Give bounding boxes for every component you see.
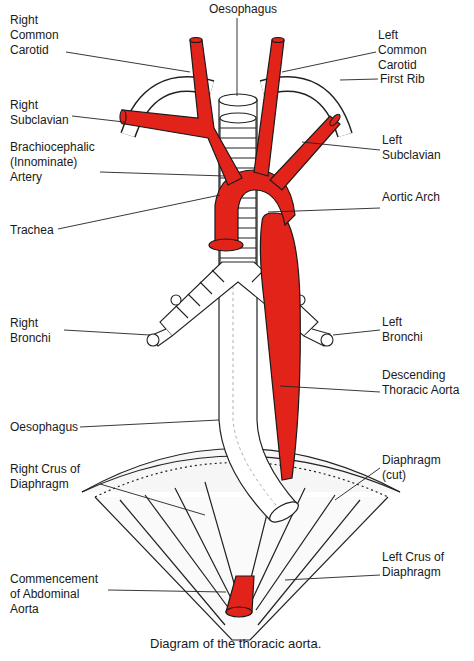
rib-label: First Rib [380,72,450,87]
diaphragm-label: Right Crus of Diaphragm [10,462,100,492]
oesophagus-label: Oesophagus [10,420,100,435]
artery-label: Brachiocephalic (Innominate) Artery [10,140,108,185]
diaphragm-label: Left Crus of Diaphragm [382,550,454,580]
aorta-label: Aortic Arch [382,190,442,205]
figure-caption: Diagram of the thoracic aorta. [150,636,321,652]
bronchi-label: Left Bronchi [382,315,442,345]
diaphragm-label: Diaphragm (cut) [382,453,454,483]
bronchi-label: Right Bronchi [10,316,70,346]
artery-label: Left Subclavian [382,133,454,163]
artery-label: Right Common Carotid [10,13,68,58]
artery-label: Right Subclavian [10,98,80,128]
leader-lines [58,18,380,592]
aorta-label: Commencement of Abdominal Aorta [10,572,108,617]
aorta [120,38,342,618]
oesophagus-label: Oesophagus [209,2,279,17]
trachea-label: Trachea [10,223,80,238]
aorta-label: Descending Thoracic Aorta [382,368,466,398]
artery-label: Left Common Carotid [378,28,438,73]
